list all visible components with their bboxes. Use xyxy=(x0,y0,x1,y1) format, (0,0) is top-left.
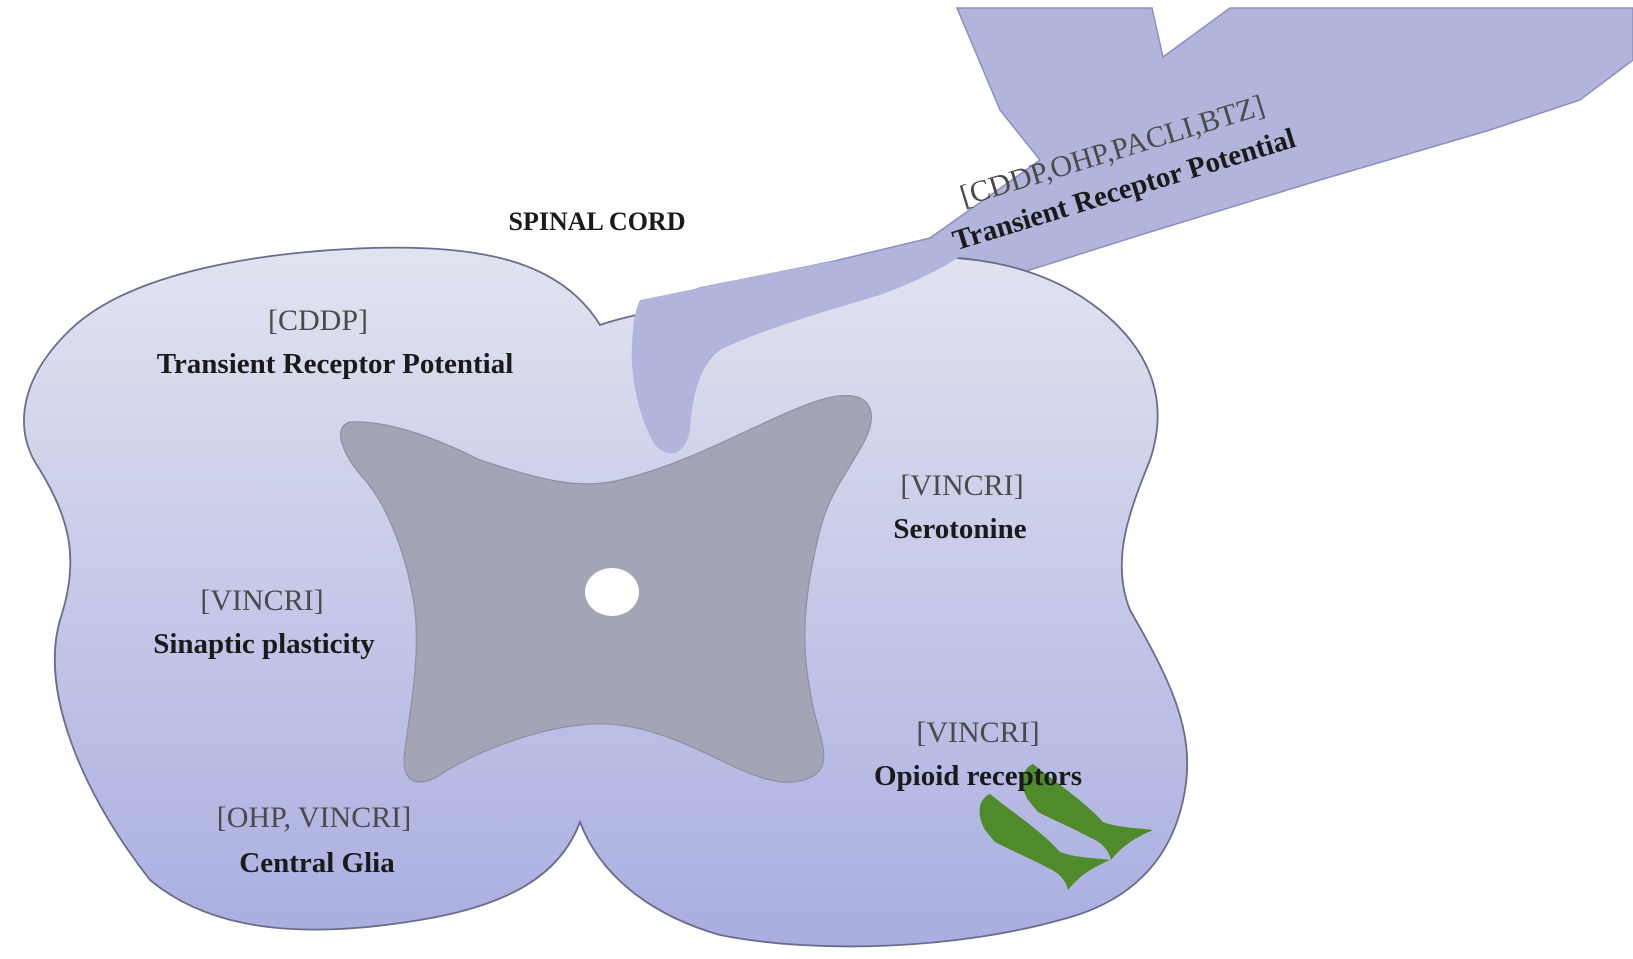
region-mechanism: Sinaptic plasticity xyxy=(153,628,375,660)
region-drugs: [VINCRI] xyxy=(200,584,323,617)
region-drugs: [CDDP] xyxy=(268,304,368,337)
region-mechanism: Central Glia xyxy=(239,847,395,879)
region-mechanism: Serotonine xyxy=(893,513,1026,545)
region-mechanism: Transient Receptor Potential xyxy=(157,348,514,380)
diagram-title: SPINAL CORD xyxy=(509,207,686,236)
region-drugs: [VINCRI] xyxy=(916,716,1039,749)
region-mechanism: Opioid receptors xyxy=(874,760,1082,792)
region-drugs: [VINCRI] xyxy=(900,469,1023,502)
region-drugs: [OHP, VINCRI] xyxy=(217,801,411,834)
central-canal xyxy=(585,568,639,616)
